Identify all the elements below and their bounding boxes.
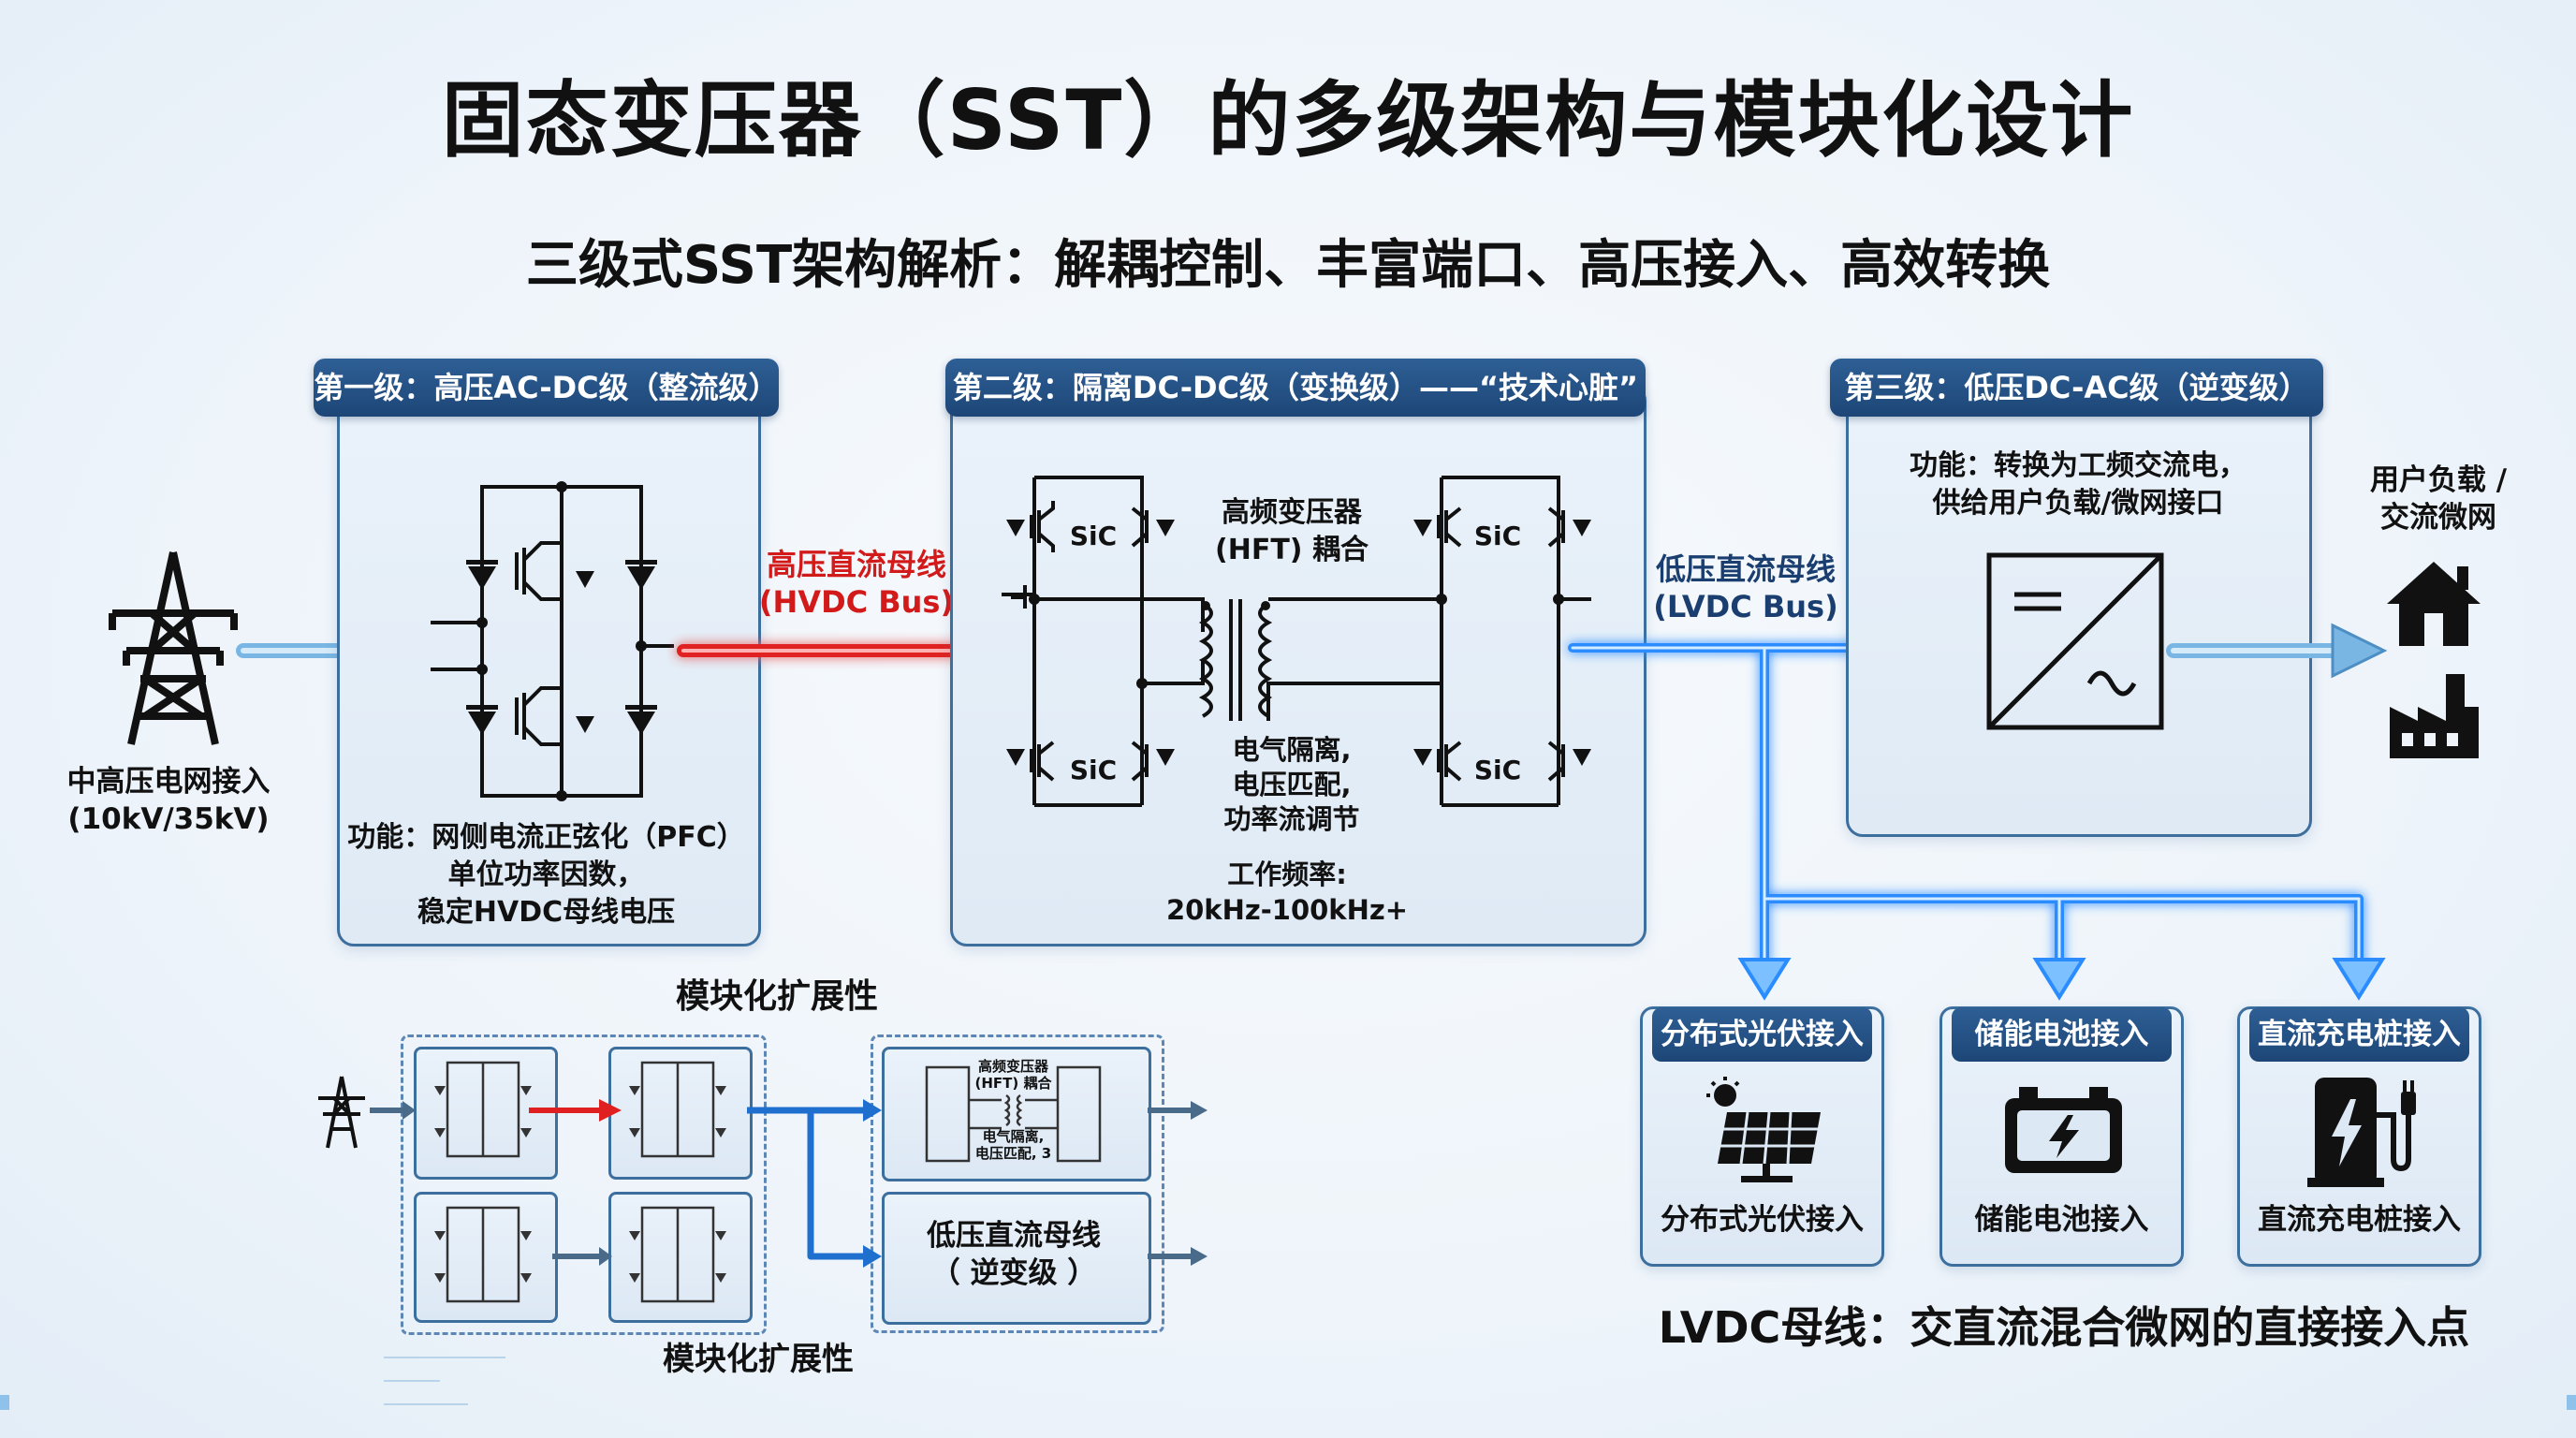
output-label: 用户负载 / 交流微网 <box>2340 462 2537 536</box>
stage1-header: 第一级：高压AC-DC级（整流级） <box>314 359 779 417</box>
stage2-header: 第二级：隔离DC-DC级（变换级）——“技术心脏” <box>945 359 1646 417</box>
stage3-func-line1: 功能：转换为工频交流电， <box>1910 449 2247 482</box>
port-ev-charger: 直流充电桩接入 直流充电桩接入 <box>2237 1006 2481 1267</box>
mini-inverter-module <box>882 1192 1151 1325</box>
hft-label-line2: (HFT) 耦合 <box>1215 534 1368 566</box>
grid-input-label: 中高压电网接入 (10kV/35kV) <box>37 763 300 838</box>
grid-input-label-line1: 中高压电网接入 <box>66 765 271 799</box>
dab-converter-circuit-icon <box>1002 476 1591 807</box>
port-ev-charger-header: 直流充电桩接入 <box>2249 1007 2469 1062</box>
hft-label-line1: 高频变压器 <box>1222 496 1362 529</box>
page-subtitle: 三级式SST架构解析：解耦控制、丰富端口、高压接入、高效转换 <box>525 235 2051 296</box>
lvdc-bus-label: 低压直流母线 (LVDC Bus) <box>1629 550 1863 625</box>
mini-isolation-label: 电气隔离, 电压匹配, 3 <box>941 1128 1086 1162</box>
output-label-line1: 用户负载 / <box>2369 463 2508 497</box>
battery-icon <box>2005 1087 2122 1173</box>
house-icon <box>2387 562 2481 646</box>
frequency-line1: 工作频率: <box>1227 858 1347 890</box>
mini-isolation-line2: 电压匹配, 3 <box>974 1145 1052 1162</box>
stage1-function: 功能：网侧电流正弦化（PFC） 单位功率因数， 稳定HVDC母线电压 <box>337 819 755 932</box>
sic-label-left-bottom: SiC <box>1069 755 1118 785</box>
solar-panel-icon <box>1706 1077 1821 1182</box>
mini-hft-line2: (HFT) 耦合 <box>974 1075 1052 1092</box>
stage1-func-line3: 稳定HVDC母线电压 <box>417 896 676 929</box>
lvdc-label-line2: (LVDC Bus) <box>1653 589 1838 624</box>
page-title: 固态变压器（SST）的多级架构与模块化设计 <box>441 72 2135 169</box>
mini-inverter-line1: 低压直流母线 <box>927 1219 1101 1253</box>
stage1-func-line1: 功能：网侧电流正弦化（PFC） <box>347 821 745 854</box>
sic-label-left-top: SiC <box>1069 521 1118 551</box>
modular-output-frame <box>871 1034 1164 1333</box>
stage3-header: 第三级：低压DC-AC级（逆变级） <box>1830 359 2323 417</box>
mini-isolation-line1: 电气隔离, <box>982 1128 1045 1145</box>
lvdc-label-line1: 低压直流母线 <box>1655 551 1836 587</box>
sic-label-right-top: SiC <box>1473 521 1522 551</box>
mini-tower-icon <box>318 1076 365 1149</box>
hft-label: 高频变压器 (HFT) 耦合 <box>1179 494 1404 569</box>
port-solar-footer: 分布式光伏接入 <box>1661 1203 1864 1237</box>
lvdc-note: LVDC母线：交直流混合微网的直接接入点 <box>1658 1302 2470 1353</box>
grid-input-label-line2: (10kV/35kV) <box>67 802 270 836</box>
transmission-tower-icon <box>109 551 238 745</box>
frequency-line2: 20kHz-100kHz+ <box>1165 894 1409 926</box>
isolation-line2: 电压匹配, <box>1232 769 1352 800</box>
isolation-label: 电气隔离, 电压匹配, 功率流调节 <box>1198 733 1385 837</box>
hvdc-label-line1: 高压直流母线 <box>766 547 946 582</box>
isolation-line3: 功率流调节 <box>1223 803 1360 835</box>
mini-inverter-line2: （ 逆变级 ） <box>930 1256 1097 1290</box>
factory-icon <box>2390 674 2479 758</box>
sic-label-right-bottom: SiC <box>1473 755 1522 785</box>
inverter-symbol-icon <box>1986 552 2164 730</box>
port-battery: 储能电池接入 储能电池接入 <box>1939 1006 2184 1267</box>
port-battery-footer: 储能电池接入 <box>1974 1203 2149 1237</box>
port-solar: 分布式光伏接入 分布式光伏接入 <box>1640 1006 1884 1267</box>
stage1-func-line2: 单位功率因数， <box>447 858 645 891</box>
mini-module-2 <box>608 1047 753 1180</box>
port-solar-header: 分布式光伏接入 <box>1652 1007 1872 1062</box>
frequency-label: 工作频率: 20kHz-100kHz+ <box>1151 857 1423 928</box>
stage1-panel <box>337 384 761 946</box>
stage3-function: 功能：转换为工频交流电， 供给用户负载/微网接口 <box>1863 448 2293 522</box>
modular-group-frame <box>401 1034 767 1335</box>
hvdc-label-line2: (HVDC Bus) <box>758 584 955 620</box>
isolation-line1: 电气隔离, <box>1232 734 1352 766</box>
modular-bottom-label: 模块化扩展性 <box>663 1341 854 1378</box>
ev-charger-icon <box>2307 1078 2416 1187</box>
mini-hft-line1: 高频变压器 <box>977 1058 1048 1075</box>
port-ev-charger-footer: 直流充电桩接入 <box>2258 1203 2461 1237</box>
output-arrow <box>2166 623 2388 679</box>
hvdc-bus-label: 高压直流母线 (HVDC Bus) <box>739 546 973 621</box>
port-battery-header: 储能电池接入 <box>1952 1007 2172 1062</box>
modular-top-label: 模块化扩展性 <box>675 977 878 1016</box>
stage3-func-line2: 供给用户负载/微网接口 <box>1932 487 2224 520</box>
mini-inverter-label: 低压直流母线 （ 逆变级 ） <box>882 1217 1146 1292</box>
mini-hft-label: 高频变压器 (HFT) 耦合 <box>936 1058 1090 1092</box>
output-label-line2: 交流微网 <box>2380 501 2496 535</box>
rectifier-circuit-icon <box>431 481 674 801</box>
